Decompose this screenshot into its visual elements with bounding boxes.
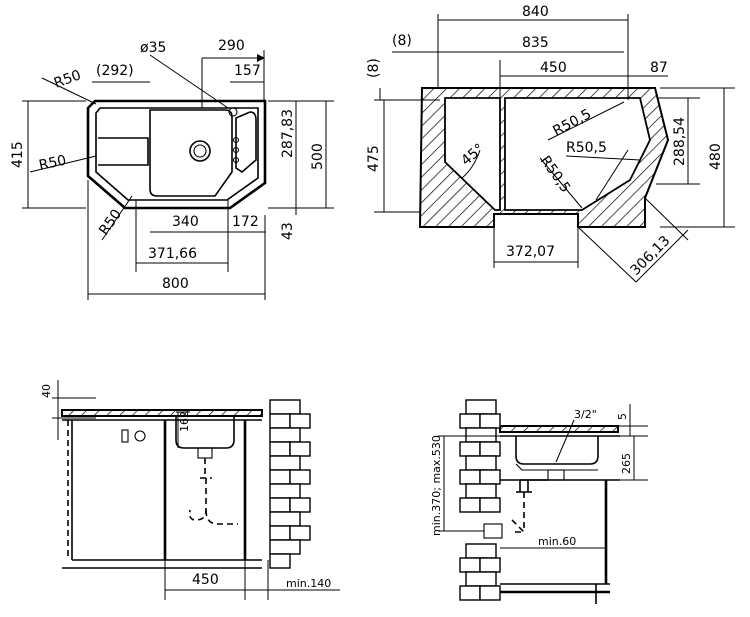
dim-157: 157 [234,63,261,79]
dim-288-54: 288,54 [672,117,688,166]
dim-306-13: 306,13 [628,233,674,279]
drainer-board [98,137,149,166]
dim-371-66: 371,66 [148,246,197,262]
dim-40: 40 [40,384,53,398]
brick-wall-right [459,399,501,601]
tap-hole [228,107,238,117]
mixer-lever [121,429,129,443]
dim-min140: min.140 [286,577,331,590]
dim-r50-top: R50 [52,67,83,91]
waste-pipe [516,479,548,493]
dim-43: 43 [280,222,296,240]
dim-340: 340 [172,214,199,230]
dim-8-top: (8) [392,33,412,49]
dim-835: 835 [522,35,549,51]
dim-500: 500 [310,143,326,170]
dim-265: 265 [620,453,633,474]
right-bowl [504,97,651,211]
dim-475: 475 [366,145,382,172]
dim-372-07: 372,07 [506,244,555,260]
dim-162: 162 [178,411,191,432]
section-view-right: 3/2" 5 265 min.370; max.530 min.60 [430,399,648,604]
drain-trap [188,458,212,521]
dim-phi35: ø35 [140,40,166,56]
sink-outline [86,99,267,210]
dim-415: 415 [10,141,26,168]
dim-292: (292) [96,63,134,79]
dim-840: 840 [522,4,549,20]
dim-min60: min.60 [538,535,576,548]
bowl-side-section [515,436,599,465]
dim-min370-max530: min.370; max.530 [430,435,443,536]
drain-hole [189,140,211,162]
dim-5: 5 [616,413,629,420]
section-view-left: 40 162 450 min.140 [40,380,340,600]
dim-r50-5-b: R50,5 [566,140,607,156]
dim-480: 480 [708,143,724,170]
dim-290: 290 [218,38,245,54]
plan-view-left: ø35 290 (292) 157 R50 415 R50 287,83 500… [10,38,334,300]
dim-800: 800 [162,276,189,292]
dim-half-inch: 3/2" [574,408,597,421]
dim-8-left: (8) [366,58,382,78]
main-bowl [149,109,233,197]
countertop-right [499,425,619,433]
dim-287-83: 287,83 [280,109,296,158]
dim-r50-left: R50 [38,153,68,174]
small-bowl [235,111,257,174]
plan-view-right: 840 (8) 835 (8) 450 87 R50,5 R50,5 R50,5… [366,4,735,283]
wall-outlet [483,523,503,539]
dim-450-bottom: 450 [192,572,219,588]
countertop-left [61,409,263,417]
dim-r50-bottom: R50 [96,207,125,239]
dim-450: 450 [540,60,567,76]
dim-87: 87 [650,60,668,76]
mixer-knob [134,430,146,442]
brick-wall-left [269,399,311,569]
dim-172: 172 [232,214,259,230]
sink-inner-outline [95,107,259,201]
